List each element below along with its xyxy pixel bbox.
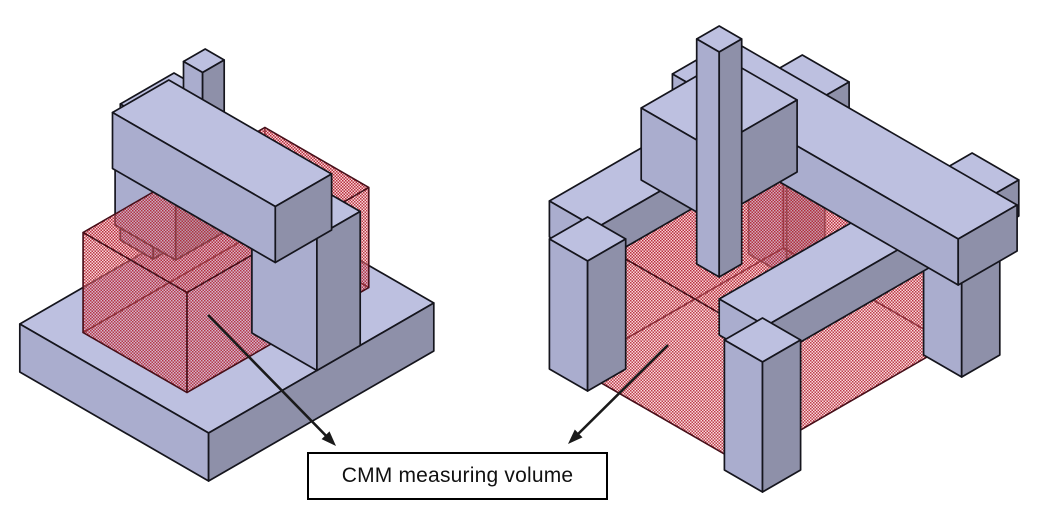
right-leg-front-right	[723, 317, 802, 493]
left-cantilever-arm	[111, 79, 333, 264]
measuring-volume-label-box: CMM measuring volume	[307, 452, 608, 500]
right-leg-front-left	[548, 216, 627, 392]
gantry-cmm-illustration	[548, 25, 1020, 493]
right-z-axis-ram	[695, 25, 743, 278]
annotation-arrow-right	[568, 344, 669, 444]
cantilever-cmm-illustration	[18, 48, 435, 482]
measuring-volume-label: CMM measuring volume	[341, 464, 574, 487]
annotation-arrow-left	[207, 314, 336, 446]
